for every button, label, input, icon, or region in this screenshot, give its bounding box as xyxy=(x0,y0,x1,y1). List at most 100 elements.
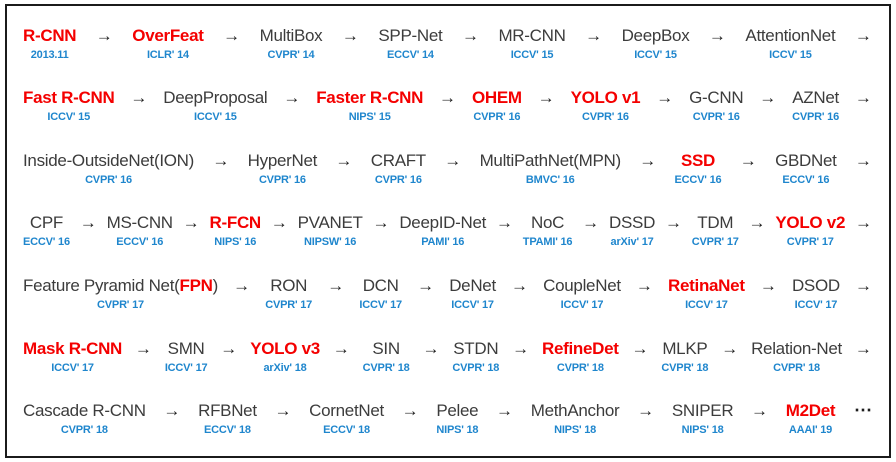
model-name-text: DeepBox xyxy=(621,25,690,45)
model-name-highlight: OHEM xyxy=(471,88,522,108)
model-name: Mask R-CNN xyxy=(23,338,122,360)
arrow-right-icon: → xyxy=(854,150,872,170)
model-name-highlight: YOLO v3 xyxy=(250,338,320,358)
model-name-text: AZNet xyxy=(792,88,839,108)
venue-label: ECCV' 16 xyxy=(782,173,830,186)
arrow-right-icon: → xyxy=(854,25,872,45)
venue-label: ICCV' 17 xyxy=(359,299,402,312)
model-name: SSD xyxy=(681,150,715,172)
model-name-text: TDM xyxy=(697,213,734,233)
arrow-right-icon: → xyxy=(495,213,513,233)
model-name: DSOD xyxy=(792,275,840,297)
model-name: NoC xyxy=(531,212,564,234)
arrow-right-icon: → xyxy=(854,338,872,358)
arrow-right-icon: → xyxy=(163,401,181,421)
model-name-text: MR-CNN xyxy=(498,25,566,45)
model-name: RefineDet xyxy=(542,338,619,360)
model-name-text: CornetNet xyxy=(309,401,384,421)
arrow-right-icon: → xyxy=(220,338,238,358)
venue-label: CVPR' 18 xyxy=(773,361,820,374)
venue-label: AAAI' 19 xyxy=(788,424,833,437)
arrow-right-icon: → xyxy=(274,401,292,421)
arrow-right-icon: → xyxy=(233,276,251,296)
model-node: Inside-OutsideNet(ION)CVPR' 16 xyxy=(23,150,194,187)
arrow-right-icon: → xyxy=(585,25,603,45)
model-name-text: ) xyxy=(212,276,219,296)
arrow-right-icon: → xyxy=(637,401,655,421)
venue-label: ECCV' 16 xyxy=(674,173,722,186)
model-name-text: Cascade R-CNN xyxy=(23,401,146,421)
model-name-highlight: FPN xyxy=(179,276,213,296)
model-name-text: MultiPathNet(MPN) xyxy=(479,150,622,170)
model-name: Inside-OutsideNet(ION) xyxy=(23,150,194,172)
model-name: PVANET xyxy=(298,212,363,234)
model-name-text: AttentionNet xyxy=(745,25,836,45)
model-name: OHEM xyxy=(472,87,522,109)
model-name-text: DeepID-Net xyxy=(399,213,487,233)
model-name: OverFeat xyxy=(132,25,204,47)
model-name: RON xyxy=(270,275,307,297)
model-name-highlight: Mask R-CNN xyxy=(23,338,123,358)
arrow-right-icon: → xyxy=(656,88,674,108)
arrow-right-icon: → xyxy=(439,88,457,108)
arrow-right-icon: → xyxy=(182,213,200,233)
model-name: R-CNN xyxy=(23,25,77,47)
venue-label: NIPS' 18 xyxy=(681,424,724,437)
venue-label: NIPSW' 16 xyxy=(304,236,357,249)
model-node: SNIPER NIPS' 18 xyxy=(672,400,734,437)
venue-label: CVPR' 16 xyxy=(374,173,422,186)
venue-label: arXiv' 18 xyxy=(263,361,307,374)
model-name-highlight: Faster R-CNN xyxy=(316,88,424,108)
model-name-text: Feature Pyramid Net( xyxy=(23,276,180,296)
model-name-text: CPF xyxy=(29,213,63,233)
venue-label: ECCV' 18 xyxy=(203,424,251,437)
model-name: CRAFT xyxy=(371,150,426,172)
model-name: MultiBox xyxy=(260,25,323,47)
model-name-text: DCN xyxy=(362,276,399,296)
model-name: AttentionNet xyxy=(745,25,835,47)
model-name: SNIPER xyxy=(672,400,734,422)
venue-label: CVPR' 16 xyxy=(85,173,132,186)
venue-label: ICCV' 17 xyxy=(164,361,208,374)
model-name: Feature Pyramid Net(FPN) xyxy=(23,275,218,297)
model-name-highlight: YOLO v2 xyxy=(775,213,846,233)
arrow-right-icon: → xyxy=(496,401,514,421)
model-name: DSSD xyxy=(609,212,655,234)
model-name-text: MS-CNN xyxy=(106,213,174,233)
arrow-right-icon: → xyxy=(721,338,739,358)
venue-label: NIPS' 16 xyxy=(214,236,257,249)
arrow-right-icon: → xyxy=(417,276,435,296)
model-name: Faster R-CNN xyxy=(316,87,423,109)
venue-label: ICCV' 15 xyxy=(194,111,237,124)
model-name-highlight: RetinaNet xyxy=(668,276,745,296)
model-name: Fast R-CNN xyxy=(23,87,115,109)
model-node: MultiPathNet(MPN)BMVC' 16 xyxy=(479,150,622,187)
model-name: DeepProposal xyxy=(163,87,267,109)
arrow-right-icon: → xyxy=(270,213,288,233)
arrow-right-icon: → xyxy=(582,213,600,233)
venue-label: ICCV' 17 xyxy=(794,299,838,312)
model-name: Cascade R-CNN xyxy=(23,400,146,422)
arrow-right-icon: → xyxy=(854,276,872,296)
